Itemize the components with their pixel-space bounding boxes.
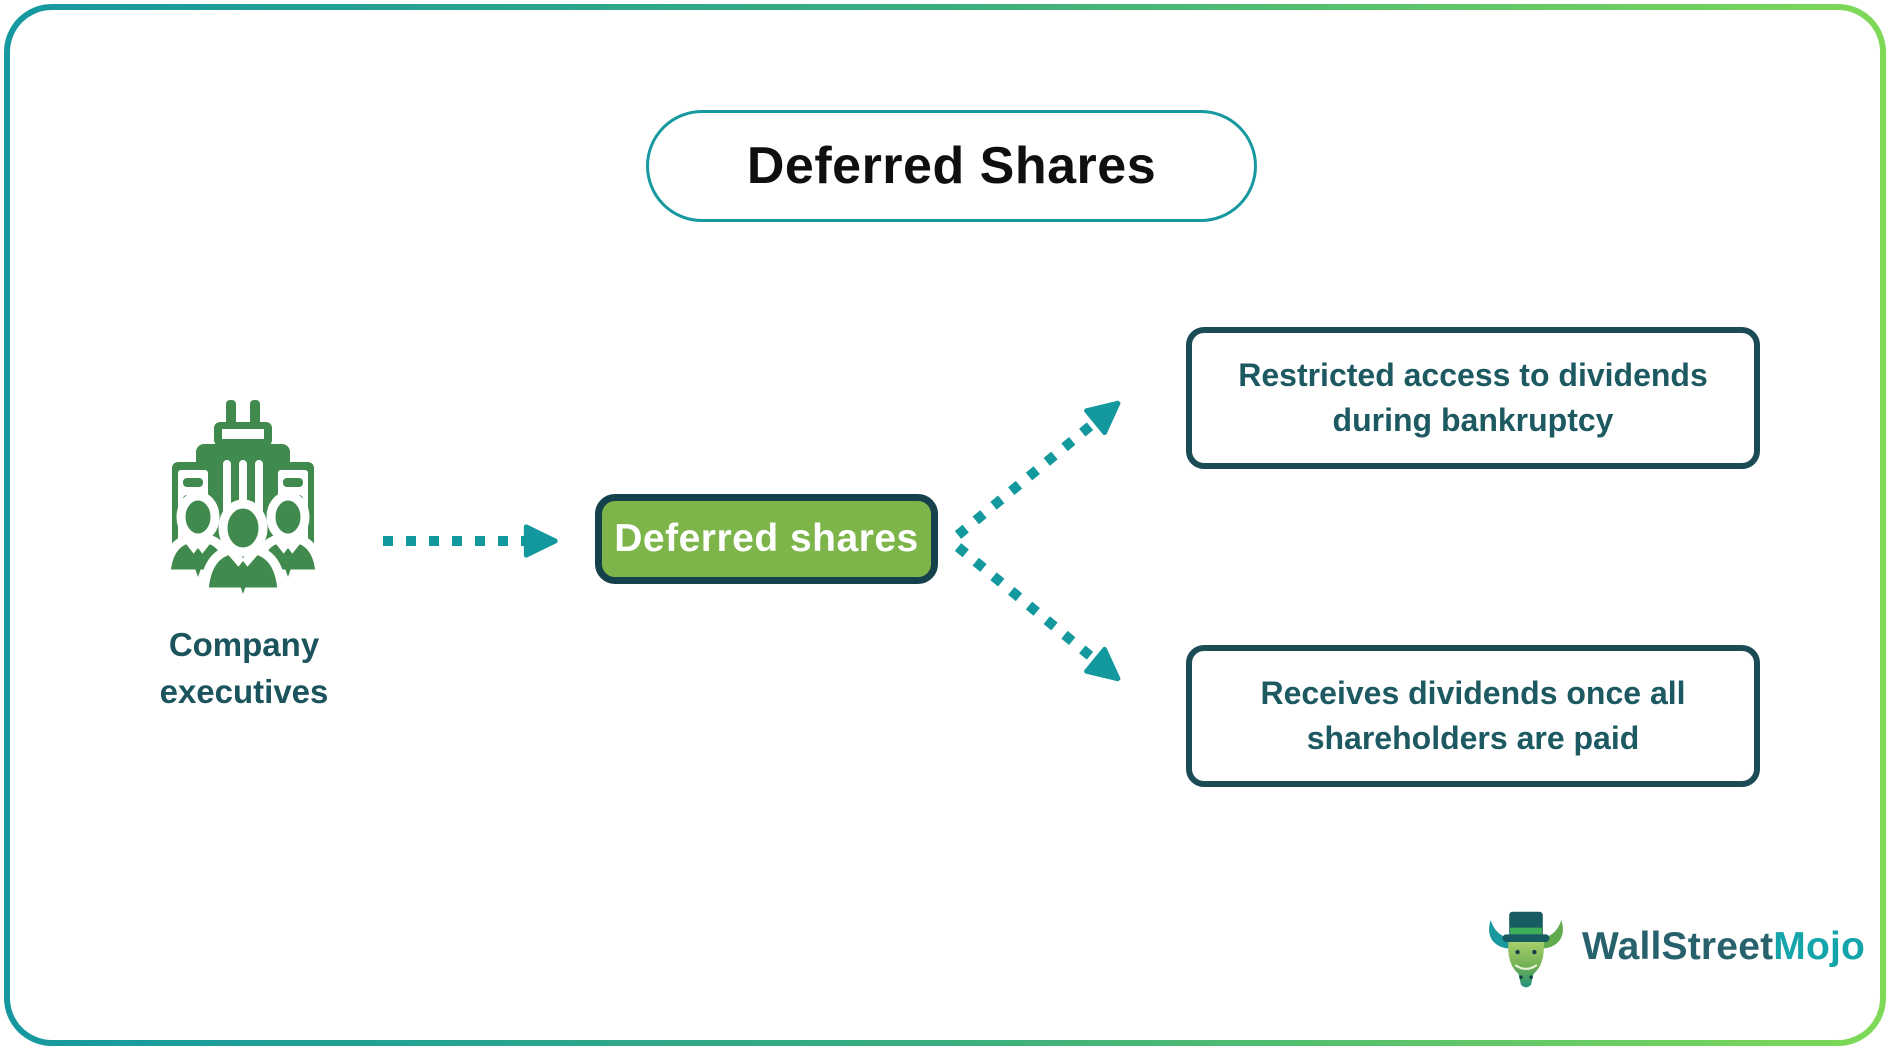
actor-label-line2: executives bbox=[159, 672, 329, 710]
outcome1-line1: Restricted access to dividends bbox=[1238, 356, 1708, 393]
outcome-box-restricted-dividends: Restricted access to dividends during ba… bbox=[1186, 327, 1760, 469]
page-title: Deferred Shares bbox=[746, 137, 1157, 195]
deferred-shares-node: Deferred shares bbox=[595, 494, 938, 584]
outcome2-line2: shareholders are paid bbox=[1306, 720, 1640, 756]
logo-text-accent: Mojo bbox=[1773, 925, 1866, 968]
outcome2-line1: Receives dividends once all bbox=[1260, 674, 1686, 711]
deferred-shares-node-label: Deferred shares bbox=[614, 517, 919, 560]
logo-text-primary: WallStreet bbox=[1582, 925, 1774, 968]
company-executives-icon bbox=[161, 400, 325, 597]
wallstreetmojo-bull-icon bbox=[1489, 911, 1563, 988]
outcome-box-receives-dividends: Receives dividends once all shareholders… bbox=[1186, 645, 1760, 787]
wallstreetmojo-wordmark: WallStreetMojo bbox=[1582, 925, 1865, 969]
title-pill: Deferred Shares bbox=[646, 110, 1257, 222]
actor-label: Company executives bbox=[94, 622, 394, 716]
actor-label-line1: Company bbox=[168, 626, 320, 663]
outcome1-line2: during bankruptcy bbox=[1332, 402, 1614, 438]
wallstreetmojo-logo: WallStreetMojo bbox=[1484, 902, 1865, 992]
